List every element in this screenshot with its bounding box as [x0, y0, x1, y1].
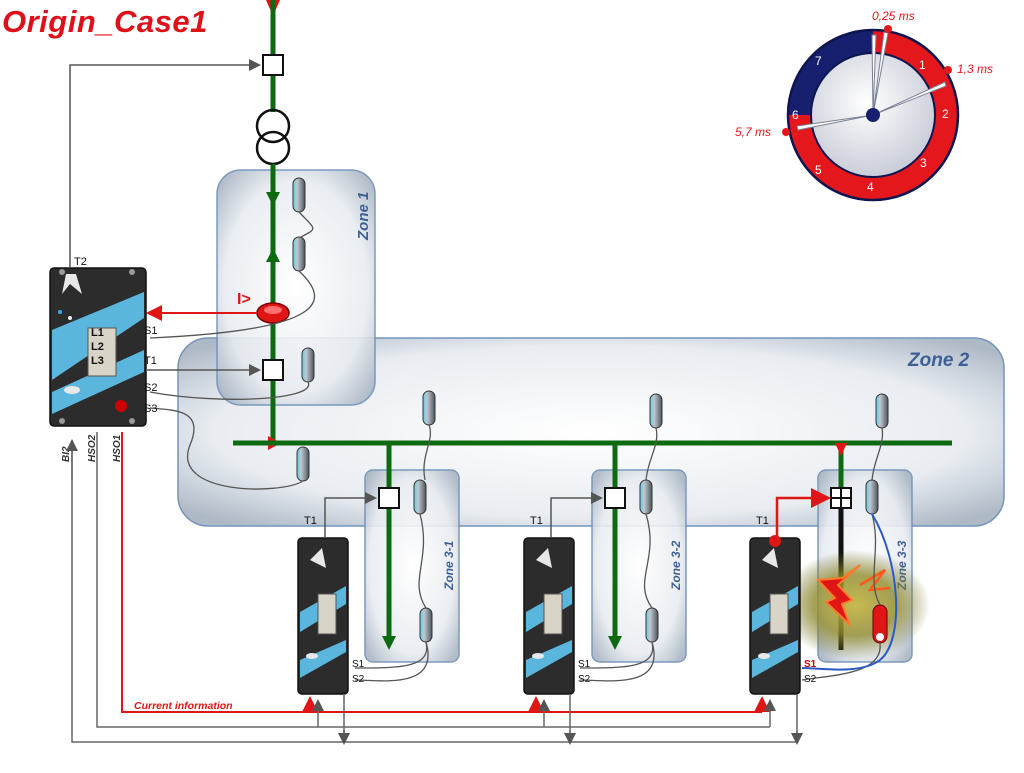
- main-relay-device: [49, 267, 147, 427]
- clock-number-4: 4: [867, 180, 874, 194]
- main-relay-s3-label: S3: [144, 403, 157, 415]
- feeder-relay-2-s2-label: S2: [578, 674, 591, 685]
- clock-time-1-3: 1,3 ms: [957, 62, 993, 76]
- zone-2-label: Zone 2: [907, 350, 970, 371]
- bi2-bus: [71, 440, 797, 743]
- arc-sensor: [875, 393, 889, 429]
- current-transformer-highlight: [264, 306, 282, 314]
- zone-1-area: [216, 169, 376, 406]
- feeder-3-3-fault-arrow: [835, 443, 847, 456]
- main-relay-bi2-label: BI2: [61, 446, 72, 462]
- main-relay-s2-label: S2: [144, 382, 157, 394]
- flow-arrow-up: [266, 248, 280, 262]
- feeder-3-2-arrow: [608, 636, 622, 650]
- current-transformer-symbol: I>: [237, 291, 251, 308]
- arc-fault-glow: [780, 550, 930, 660]
- feeder-relay-3-trip-led: [769, 535, 781, 547]
- clock-time-0-25: 0,25 ms: [872, 9, 915, 23]
- main-relay-l1-label: L1: [91, 327, 104, 339]
- arc-sensor: [419, 607, 433, 643]
- arc-sensor: [645, 607, 659, 643]
- feeder-relay-1: [297, 537, 349, 695]
- main-relay-trip-led: [115, 400, 127, 412]
- arc-sensor: [292, 177, 306, 213]
- main-relay-l3-label: L3: [91, 355, 104, 367]
- zone-1-label: Zone 1: [355, 192, 372, 241]
- arc-sensor: [422, 390, 436, 426]
- main-relay-s1-label: S1: [144, 325, 157, 337]
- feeder-3-3-sensor-s1-wire: [801, 513, 898, 671]
- current-information-label: Current information: [134, 700, 233, 712]
- transformer-winding-2: [255, 130, 291, 166]
- arc-sensor: [639, 479, 653, 515]
- arc-sensor: [413, 479, 427, 515]
- feeder-3-1-breaker: [378, 487, 400, 509]
- feeder-relay-3-s2-label: S2: [804, 674, 817, 685]
- main-relay-t1-label: T1: [144, 355, 157, 367]
- clock-number-6: 6: [792, 108, 799, 122]
- sensor-wires: [149, 211, 884, 682]
- timing-clock: [782, 25, 960, 202]
- feeder-relay-2: [523, 537, 575, 695]
- feeder-relay-2-trip-wire: [550, 492, 603, 538]
- arc-fault-flash: [815, 564, 861, 626]
- transformer-winding-1: [255, 108, 291, 144]
- feeder-3-1-arrow: [382, 636, 396, 650]
- diagram-title: Origin_Case1: [2, 4, 208, 39]
- hso2-bus: [96, 432, 770, 728]
- clock-number-5: 5: [815, 163, 822, 177]
- main-relay-t2-label: T2: [74, 256, 87, 268]
- current-information-bus: [121, 432, 762, 713]
- clock-number-2: 2: [942, 107, 949, 121]
- feeder-relay-2-t1-label: T1: [530, 515, 543, 527]
- zone-3-2-label: Zone 3-2: [669, 540, 683, 591]
- arc-sensors: [292, 177, 889, 644]
- feeder-relay-1-s2-label: S2: [352, 674, 365, 685]
- zone-3-1-label: Zone 3-1: [442, 540, 456, 591]
- feeder-relay-3-trip-wire: [775, 488, 831, 538]
- feeder-relay-2-s1-label: S1: [578, 659, 591, 670]
- feeder-relay-1-s1-label: S1: [352, 659, 365, 670]
- main-relay-hso2-label: HSO2: [87, 434, 98, 462]
- feeder-relay-1-t1-label: T1: [304, 515, 317, 527]
- feeder-relay-3: [749, 535, 801, 695]
- feeder-relay-3-s1-label: S1: [804, 659, 817, 670]
- t2-trip-wire: [69, 59, 261, 268]
- clock-number-1: 1: [919, 58, 926, 72]
- incoming-breaker: [262, 54, 284, 76]
- clock-number-7: 7: [815, 54, 822, 68]
- arc-sensor: [296, 446, 310, 482]
- arc-fault-spark: [859, 568, 891, 592]
- incomer-breaker: [262, 359, 284, 381]
- flow-arrow-down-1: [266, 192, 280, 206]
- feeder-relay-1-trip-wire: [324, 492, 377, 538]
- arc-sensor: [301, 347, 315, 383]
- arc-sensor: [292, 236, 306, 272]
- feeder-3-2-breaker: [604, 487, 626, 509]
- main-relay-l2-label: L2: [91, 341, 104, 353]
- arc-sensor-activated-lens: [876, 633, 884, 641]
- clock-number-3: 3: [920, 156, 927, 170]
- clock-time-5-7: 5,7 ms: [735, 125, 771, 139]
- main-relay-hso1-label: HSO1: [112, 434, 123, 462]
- arc-sensor: [649, 393, 663, 429]
- feeder-relay-3-t1-label: T1: [756, 515, 769, 527]
- arc-sensor: [865, 479, 879, 515]
